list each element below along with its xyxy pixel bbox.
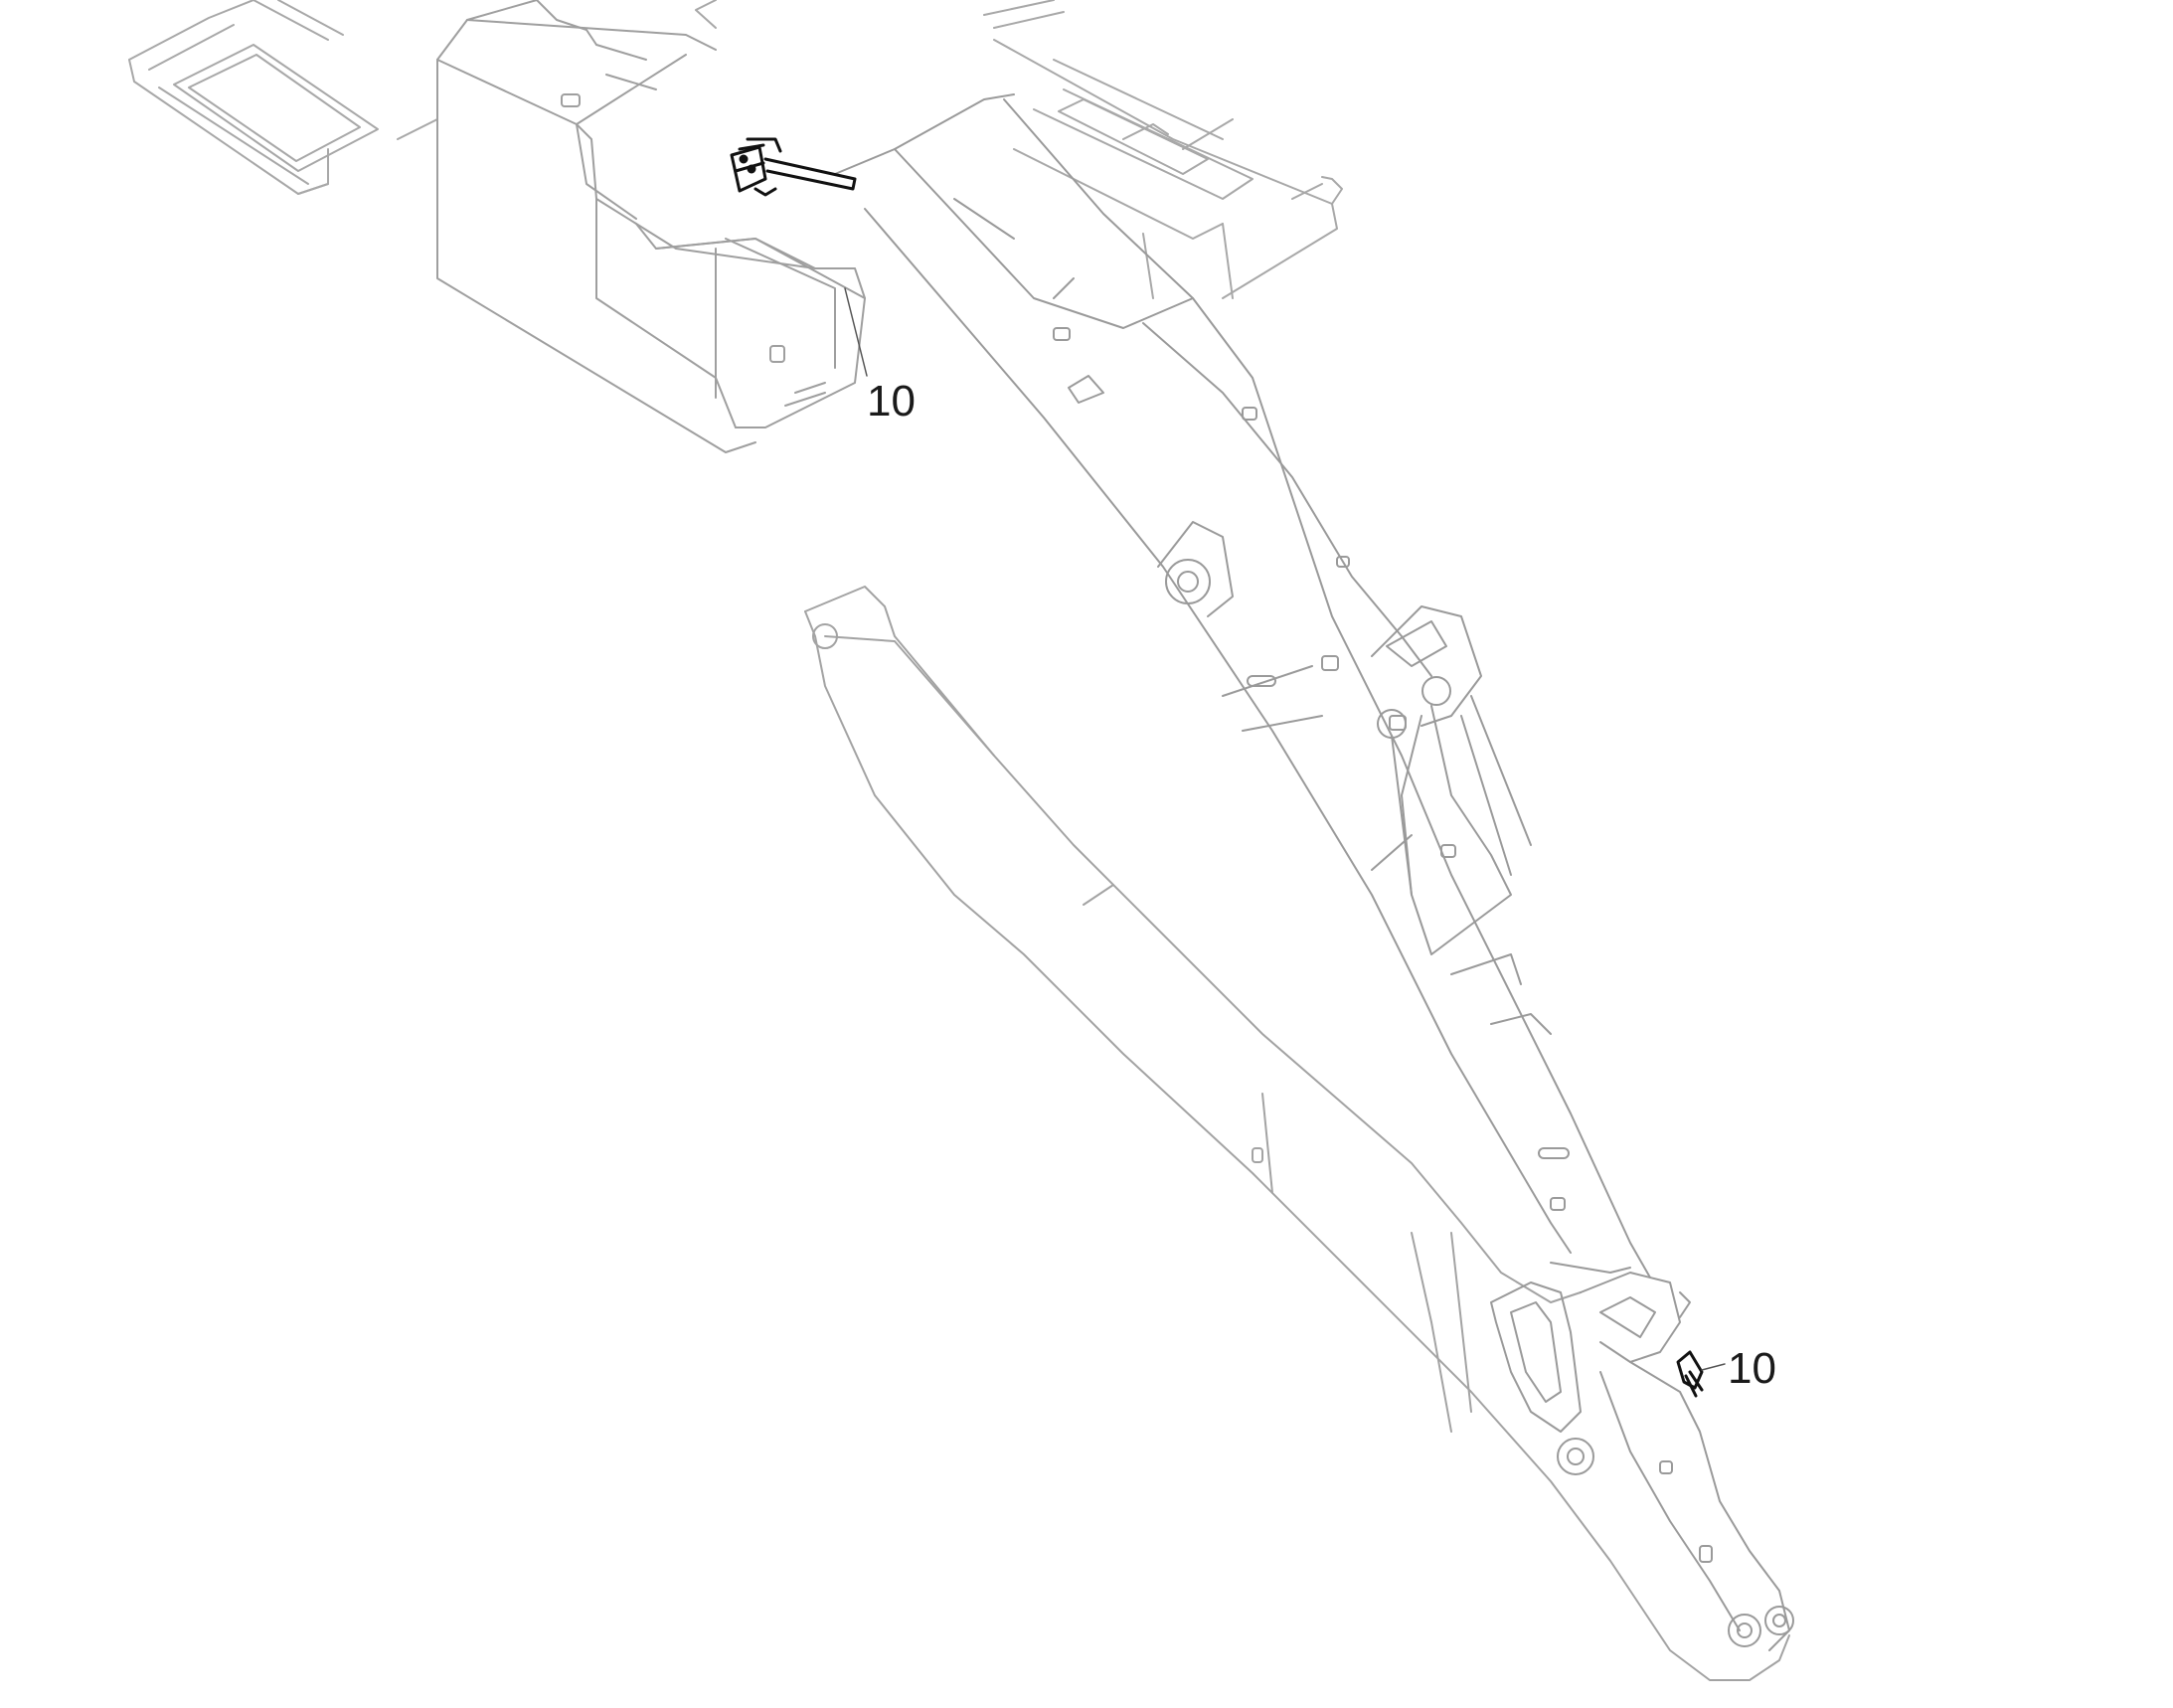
callout-label-lower: 10 xyxy=(1728,1344,1776,1393)
boom-arm xyxy=(834,93,1651,1279)
chassis-frame xyxy=(128,0,1343,299)
connector-lower xyxy=(1676,1350,1704,1398)
leader-lines xyxy=(844,287,1726,1371)
dipper-arm xyxy=(804,586,1790,1681)
hydraulic-cylinder xyxy=(1371,605,1532,955)
connector-upper xyxy=(730,137,857,197)
counterweight-housing xyxy=(436,0,866,453)
bucket-linkage xyxy=(1490,1272,1794,1651)
callout-label-upper: 10 xyxy=(867,377,916,426)
